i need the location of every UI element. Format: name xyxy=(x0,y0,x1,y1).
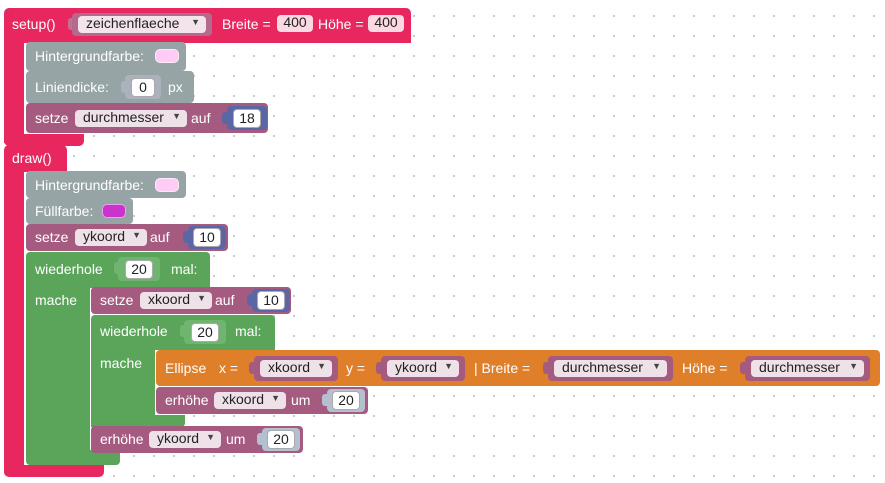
ellipse-width-connector xyxy=(543,362,550,374)
draw-set-label: setze xyxy=(35,229,69,245)
setup-stroke-label: Liniendicke: xyxy=(35,79,109,95)
increase-x-by: um xyxy=(291,392,311,408)
chevron-down-icon: ▼ xyxy=(271,393,280,403)
inner-set-connector xyxy=(247,294,254,306)
inner-loop-block[interactable] xyxy=(91,315,275,427)
chevron-down-icon: ▼ xyxy=(206,432,215,442)
inner-loop-footer xyxy=(91,415,185,427)
draw-set-to: auf xyxy=(150,229,170,245)
inner-set-value[interactable]: 10 xyxy=(257,291,285,310)
outer-loop-footer xyxy=(26,450,120,465)
increase-x-label: erhöhe xyxy=(165,392,209,408)
outer-loop-do: mache xyxy=(35,292,78,308)
inner-loop-label: wiederhole xyxy=(100,323,168,339)
increase-y-label: erhöhe xyxy=(100,431,144,447)
increase-y-connector xyxy=(257,433,264,445)
increase-y-var-dropdown[interactable]: ykoord▼ xyxy=(149,431,221,448)
ellipse-y-label: y = xyxy=(346,360,366,376)
chevron-down-icon: ▼ xyxy=(197,293,206,303)
chevron-down-icon: ▼ xyxy=(191,17,200,27)
setup-stroke-input[interactable]: 0 xyxy=(131,78,155,97)
setup-set-value[interactable]: 18 xyxy=(233,109,261,128)
inner-loop-count[interactable]: 20 xyxy=(191,323,219,342)
inner-loop-do: mache xyxy=(100,355,143,371)
inner-loop-connector xyxy=(180,325,187,337)
increase-x-var-dropdown[interactable]: xkoord▼ xyxy=(214,392,286,409)
width-label: Breite = xyxy=(222,16,271,32)
draw-block[interactable] xyxy=(4,145,184,477)
chevron-down-icon: ▼ xyxy=(317,361,326,371)
ellipse-width-var-dropdown[interactable]: durchmesser▼ xyxy=(554,360,667,377)
outer-loop-connector xyxy=(114,262,121,274)
setup-footer xyxy=(4,134,84,146)
outer-loop-label: wiederhole xyxy=(35,261,103,277)
draw-background-swatch[interactable] xyxy=(155,178,179,192)
draw-background-label: Hintergrundfarbe: xyxy=(35,177,144,193)
draw-header[interactable] xyxy=(4,145,67,172)
increase-x-connector xyxy=(322,394,329,406)
stroke-connector xyxy=(121,81,128,93)
inner-set-var-dropdown[interactable]: xkoord▼ xyxy=(140,292,212,309)
canvas-var-connector xyxy=(68,18,75,30)
draw-fill-label: Füllfarbe: xyxy=(35,203,94,219)
ellipse-y-connector xyxy=(376,362,383,374)
width-value[interactable]: 400 xyxy=(277,15,313,32)
draw-fill-swatch[interactable] xyxy=(102,204,126,218)
increase-y-value[interactable]: 20 xyxy=(267,430,295,449)
setup-stroke-block[interactable] xyxy=(26,71,194,103)
inner-loop-times: mal: xyxy=(235,323,262,339)
height-label: Höhe = xyxy=(318,16,364,32)
ellipse-label: Ellipse xyxy=(165,360,207,376)
ellipse-x-connector xyxy=(249,362,256,374)
setup-set-label: setze xyxy=(35,110,69,126)
draw-footer xyxy=(4,465,104,477)
draw-set-connector xyxy=(183,231,190,243)
outer-loop-count[interactable]: 20 xyxy=(125,260,153,279)
canvas-var-dropdown[interactable]: zeichenflaeche▼ xyxy=(78,16,206,33)
increase-x-value[interactable]: 20 xyxy=(332,391,360,410)
ellipse-x-var-dropdown[interactable]: xkoord▼ xyxy=(260,360,332,377)
ellipse-height-connector xyxy=(740,362,747,374)
draw-spine xyxy=(4,172,24,472)
chevron-down-icon: ▼ xyxy=(849,361,858,371)
draw-set-var-dropdown[interactable]: ykoord▼ xyxy=(75,229,147,246)
setup-set-var-dropdown[interactable]: durchmesser▼ xyxy=(75,110,187,127)
chevron-down-icon: ▼ xyxy=(652,361,661,371)
setup-background-swatch[interactable] xyxy=(155,49,179,63)
inner-loop-spine xyxy=(91,350,155,427)
outer-loop-spine xyxy=(26,288,90,458)
outer-loop-times: mal: xyxy=(171,261,198,277)
setup-spine xyxy=(4,43,24,143)
inner-set-label: setze xyxy=(100,292,134,308)
chevron-down-icon: ▼ xyxy=(444,361,453,371)
chevron-down-icon: ▼ xyxy=(132,230,141,240)
ellipse-height-var-dropdown[interactable]: durchmesser▼ xyxy=(751,360,864,377)
setup-set-to: auf xyxy=(191,110,211,126)
ellipse-height-label: Höhe = xyxy=(682,360,728,376)
ellipse-width-label: | Breite = xyxy=(474,360,531,376)
setup-label: setup() xyxy=(12,16,56,32)
increase-y-by: um xyxy=(226,431,246,447)
draw-label: draw() xyxy=(12,150,52,166)
setup-set-connector xyxy=(222,112,229,124)
ellipse-x-label: x = xyxy=(219,360,239,376)
height-value[interactable]: 400 xyxy=(368,15,404,32)
inner-set-to: auf xyxy=(215,292,235,308)
chevron-down-icon: ▼ xyxy=(172,111,181,121)
setup-stroke-unit: px xyxy=(168,79,183,95)
draw-set-value[interactable]: 10 xyxy=(193,228,221,247)
setup-background-label: Hintergrundfarbe: xyxy=(35,48,144,64)
ellipse-y-var-dropdown[interactable]: ykoord▼ xyxy=(387,360,459,377)
